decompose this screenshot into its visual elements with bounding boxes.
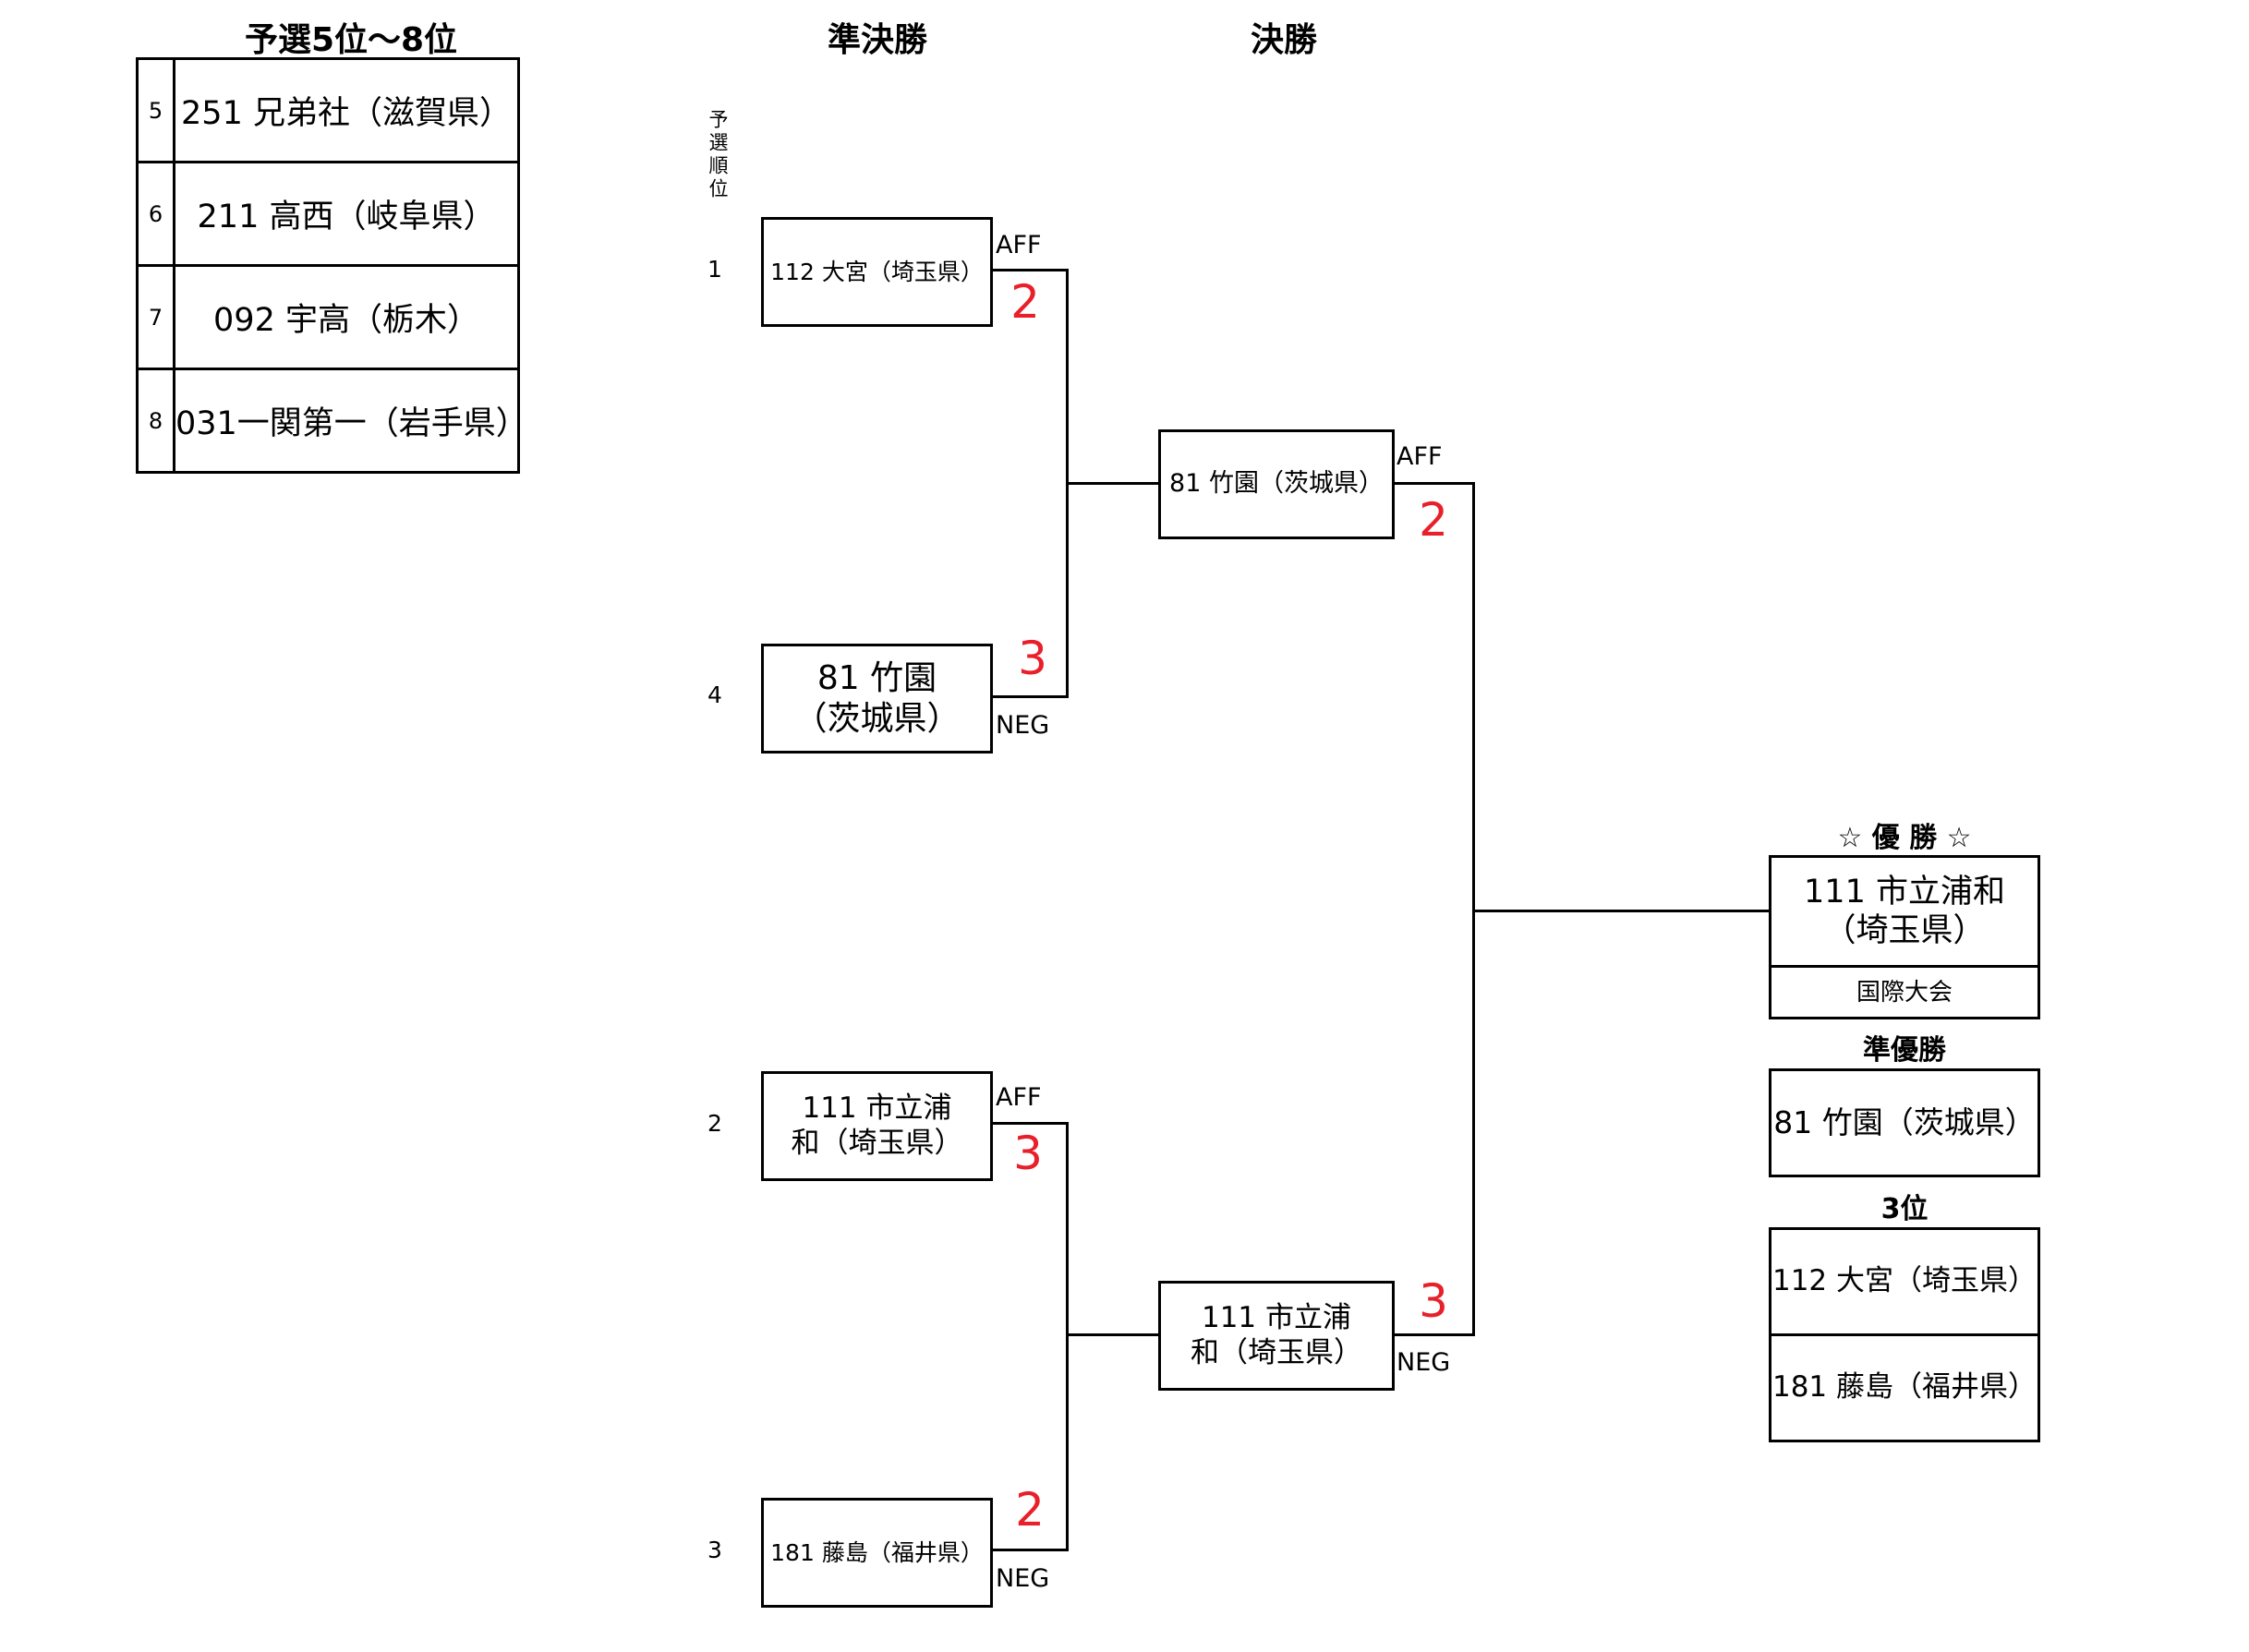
score: 3	[1013, 1127, 1043, 1180]
semifinal-team-3: 181 藤島（福井県）	[761, 1498, 993, 1608]
third-title: 3位	[1880, 1193, 1929, 1225]
bracket-line	[1472, 482, 1475, 1336]
prelim-rank: 6	[136, 161, 175, 267]
bracket-line	[1066, 1122, 1069, 1551]
team-name: 112 大宮（埼玉県）	[770, 258, 984, 285]
bracket-line	[1395, 482, 1475, 485]
final-header: 決勝	[1250, 21, 1317, 59]
third-team: 181 藤島（福井県）	[1771, 1370, 2037, 1405]
bracket-line	[1066, 482, 1158, 485]
prelim-header: 予選5位～8位	[244, 21, 458, 59]
seed-4: 4	[707, 681, 722, 708]
bracket-line	[993, 695, 1069, 698]
prelim-team: 031一関第一（岩手県）	[173, 368, 528, 474]
third-cell: 112 大宮（埼玉県）	[1771, 1230, 2037, 1333]
semifinal-header: 準決勝	[827, 21, 927, 59]
bracket-line	[993, 1549, 1069, 1551]
team-name: 81 竹園（茨城県）	[1169, 469, 1384, 499]
champion-title: ☆ 優 勝 ☆	[1837, 822, 1972, 854]
semifinal-team-4: 81 竹園（茨城県）	[761, 644, 993, 754]
score: 2	[1419, 493, 1448, 547]
champion-note: 国際大会	[1856, 979, 1953, 1007]
champion-box: 111 市立浦和（埼玉県） 国際大会	[1769, 855, 2040, 1019]
side-label: AFF	[1397, 442, 1443, 471]
champion-team: 111 市立浦和（埼玉県）	[1804, 874, 2005, 949]
semifinal-team-1: 112 大宮（埼玉県）	[761, 217, 993, 327]
side-label: NEG	[1397, 1348, 1451, 1377]
runner-up-title: 準優勝	[1863, 1034, 1946, 1067]
team-name: 181 藤島（福井県）	[770, 1538, 984, 1566]
bracket-line	[993, 1122, 1069, 1125]
side-label: AFF	[996, 1083, 1042, 1112]
prelim-rank: 7	[136, 264, 175, 370]
side-label: NEG	[996, 711, 1050, 740]
bracket-line	[993, 269, 1069, 271]
side-label: AFF	[996, 231, 1042, 259]
score: 3	[1419, 1274, 1448, 1328]
third-cell: 181 藤島（福井県）	[1771, 1333, 2037, 1440]
table-row: 6 211 高西（岐阜県）	[136, 161, 520, 267]
runner-up-team: 81 竹園（茨城県）	[1773, 1104, 2036, 1141]
semifinal-team-2: 111 市立浦和（埼玉県）	[761, 1071, 993, 1181]
champion-note-cell: 国際大会	[1771, 965, 2037, 1019]
score: 3	[1018, 632, 1047, 685]
seed-3: 3	[707, 1537, 722, 1563]
team-name: 81 竹園（茨城県）	[793, 659, 961, 738]
runner-up-box: 81 竹園（茨城県）	[1769, 1068, 2040, 1177]
final-team-1: 81 竹園（茨城県）	[1158, 429, 1395, 539]
score: 2	[1015, 1483, 1045, 1537]
seed-1: 1	[707, 256, 722, 283]
champion-team-cell: 111 市立浦和（埼玉県）	[1771, 858, 2037, 965]
runner-up-cell: 81 竹園（茨城県）	[1771, 1071, 2037, 1175]
third-box: 112 大宮（埼玉県） 181 藤島（福井県）	[1769, 1227, 2040, 1442]
final-team-2: 111 市立浦和（埼玉県）	[1158, 1281, 1395, 1391]
team-name: 111 市立浦和（埼玉県）	[1191, 1301, 1362, 1369]
bracket-line	[1472, 910, 1769, 912]
prelim-team: 092 宇高（栃木）	[173, 264, 520, 370]
prelim-team: 211 高西（岐阜県）	[173, 161, 520, 267]
prelim-team: 251 兄弟社（滋賀県）	[173, 57, 520, 163]
team-name: 111 市立浦和（埼玉県）	[791, 1091, 963, 1160]
bracket-line	[1395, 1333, 1475, 1336]
score: 2	[1010, 275, 1040, 329]
prelim-rank: 5	[136, 57, 175, 163]
third-team: 112 大宮（埼玉県）	[1771, 1264, 2037, 1298]
table-row: 7 092 宇高（栃木）	[136, 264, 520, 370]
seed-2: 2	[707, 1110, 722, 1137]
table-row: 5 251 兄弟社（滋賀県）	[136, 57, 520, 163]
table-row: 8 031一関第一（岩手県）	[136, 368, 528, 474]
prelim-table: 5 251 兄弟社（滋賀県） 6 211 高西（岐阜県） 7 092 宇高（栃木…	[136, 57, 528, 474]
bracket-line	[1066, 1333, 1158, 1336]
side-label: NEG	[996, 1564, 1050, 1593]
prelim-rank: 8	[136, 368, 175, 474]
seed-label: 予選順位	[707, 109, 729, 201]
